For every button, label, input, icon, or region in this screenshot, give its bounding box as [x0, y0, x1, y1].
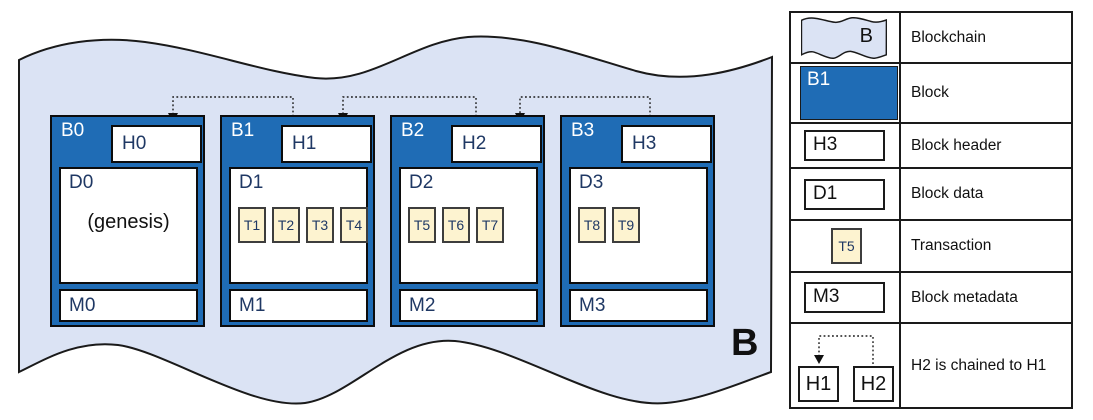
block-data-box: D3 T8 T9 [569, 167, 708, 284]
legend-symbol-cell: H1 H2 [791, 324, 901, 407]
arrow-h2-to-h1 [342, 96, 477, 125]
block-data-label: D2 [409, 172, 434, 193]
block-data-icon-label: D1 [813, 182, 838, 204]
legend-row-block: B1 Block [791, 62, 1071, 122]
block-header-box: H3 [621, 125, 712, 163]
block-header-box: H2 [451, 125, 542, 163]
block-data-icon: D1 [804, 178, 885, 210]
block-metadata-icon-label: M3 [813, 286, 840, 307]
legend-symbol-cell: M3 [791, 273, 901, 322]
block-label: B0 [61, 120, 85, 141]
legend-label: Blockchain [911, 28, 986, 46]
block-data-box: D1 T1 T2 T3 T4 [229, 167, 368, 284]
blockchain-label: B [731, 322, 759, 364]
block-label: B1 [231, 120, 255, 141]
legend-table: B Blockchain B1 Block H3 Block header [789, 11, 1073, 409]
block-header-box: H0 [111, 125, 202, 163]
legend-label: Block header [911, 136, 1002, 154]
block-header-label: H3 [632, 133, 657, 154]
blockchain-icon-label: B [859, 24, 873, 47]
legend-h2-box: H2 [853, 366, 894, 402]
transaction-box: T9 [612, 207, 640, 243]
legend-h1-box: H1 [798, 366, 839, 402]
blockchain-icon-shape [801, 17, 887, 59]
legend-row-block-header: H3 Block header [791, 122, 1071, 167]
transaction-icon: T5 [831, 228, 862, 264]
transaction-box: T2 [272, 207, 300, 243]
block-header-box: H1 [281, 125, 372, 163]
transaction-box: T1 [238, 207, 266, 243]
legend-symbol-cell: H3 [791, 124, 901, 167]
block-icon: B1 [800, 66, 898, 120]
block-metadata-box: M0 [59, 289, 198, 322]
legend-symbol-cell: B1 [791, 64, 901, 122]
block-metadata-box: M2 [399, 289, 538, 322]
transaction-box: T5 [408, 207, 436, 243]
arrow-h1-to-h0 [172, 96, 294, 125]
transaction-box: T6 [442, 207, 470, 243]
blockchain-icon: B [801, 17, 887, 59]
block-data-box: D0 (genesis) [59, 167, 198, 284]
block-label: B3 [571, 120, 595, 141]
legend-symbol-cell: D1 [791, 169, 901, 219]
genesis-note: (genesis) [87, 211, 170, 233]
block-icon-label: B1 [807, 69, 831, 90]
block-header-label: H1 [292, 133, 317, 154]
chain-link-arrow [814, 335, 874, 364]
legend-row-block-data: D1 Block data [791, 167, 1071, 219]
legend-label: Transaction [911, 237, 992, 254]
arrow-h3-to-h2 [519, 96, 651, 125]
block-b1: B1 H1 D1 T1 T2 T3 T4 M1 [220, 115, 375, 327]
block-metadata-label: M1 [239, 295, 266, 316]
transaction-row: T5 T6 T7 [408, 207, 504, 243]
legend-symbol-cell: T5 [791, 221, 901, 271]
legend-label: Block metadata [911, 288, 1018, 306]
legend-label: Block [911, 84, 949, 101]
chain-link-icon: H1 H2 [791, 324, 901, 409]
transaction-box: T3 [306, 207, 334, 243]
transaction-box: T4 [340, 207, 368, 243]
block-metadata-box: M1 [229, 289, 368, 322]
legend-symbol-cell: B [791, 13, 901, 62]
legend-label: Block data [911, 185, 984, 202]
block-metadata-label: M0 [69, 295, 96, 316]
block-metadata-icon: M3 [804, 282, 885, 313]
block-metadata-label: M2 [409, 295, 436, 316]
block-b0: B0 H0 D0 (genesis) M0 [50, 115, 205, 327]
legend-row-chained: H1 H2 H2 is chained to H1 [791, 322, 1071, 407]
block-header-icon-label: H3 [813, 134, 838, 155]
legend-label: H2 is chained to H1 [911, 356, 1047, 374]
block-metadata-box: M3 [569, 289, 708, 322]
legend-row-block-metadata: M3 Block metadata [791, 271, 1071, 322]
chain-arrows [172, 96, 651, 125]
block-header-label: H0 [122, 133, 147, 154]
transaction-row: T8 T9 [578, 207, 640, 243]
block-b2: B2 H2 D2 T5 T6 T7 M2 [390, 115, 545, 327]
block-metadata-label: M3 [579, 295, 606, 316]
block-header-label: H2 [462, 133, 487, 154]
transaction-box: T7 [476, 207, 504, 243]
transaction-row: T1 T2 T3 T4 [238, 207, 368, 243]
block-label: B2 [401, 120, 425, 141]
block-data-label: D1 [239, 172, 264, 193]
transaction-box: T8 [578, 207, 606, 243]
block-data-label: D0 [69, 172, 94, 193]
block-b3: B3 H3 D3 T8 T9 M3 [560, 115, 715, 327]
block-data-box: D2 T5 T6 T7 [399, 167, 538, 284]
block-header-icon: H3 [804, 130, 885, 161]
legend-row-transaction: T5 Transaction [791, 219, 1071, 271]
legend-row-blockchain: B Blockchain [791, 13, 1071, 62]
block-data-label: D3 [579, 172, 604, 193]
